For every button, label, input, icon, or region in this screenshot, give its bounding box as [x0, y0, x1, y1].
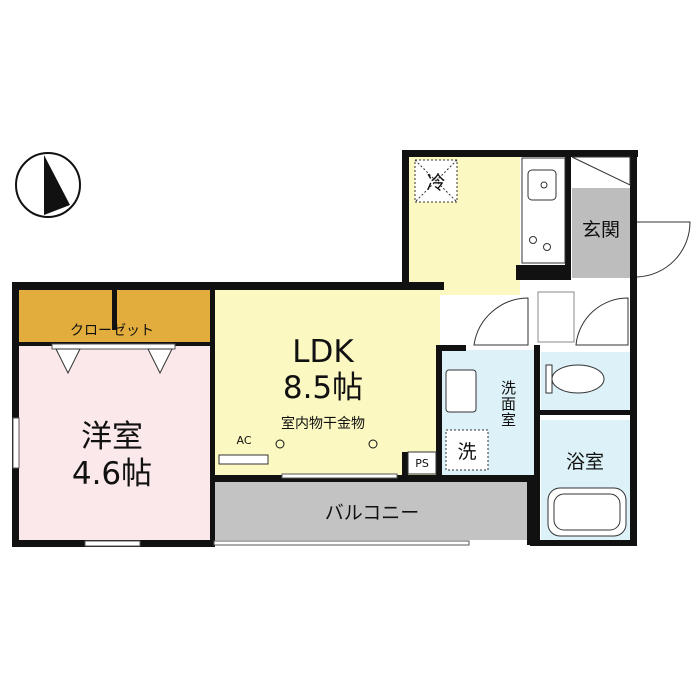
ldk-area — [214, 290, 440, 477]
pipe-space-label: PS — [415, 457, 429, 470]
closet-label: クローゼット — [70, 323, 154, 339]
drying-hook-icon — [368, 439, 378, 449]
pipe-space — [407, 451, 437, 475]
fridge-label: 冷 — [426, 172, 445, 194]
washroom-door-icon[interactable] — [473, 297, 529, 346]
western-room-size: 4.6帖 — [72, 456, 152, 492]
hall-floor — [537, 291, 575, 343]
balcony-window — [281, 473, 398, 479]
closet-door-icon — [55, 348, 81, 375]
indoor-drying-hardware-label: 室内物干金物 — [281, 415, 365, 432]
drying-hook-icon — [275, 439, 285, 449]
washer-space: 洗 — [445, 429, 489, 471]
entrance-step — [571, 156, 631, 186]
balcony-label: バルコニー — [325, 502, 420, 524]
ac-unit-icon — [218, 454, 269, 465]
balcony-area — [214, 482, 530, 540]
bathroom-label: 浴室 — [566, 451, 604, 473]
entrance-label: 玄関 — [582, 219, 620, 241]
ldk-size: 8.5帖 — [283, 370, 363, 406]
bathtub-icon — [547, 487, 627, 537]
closet-door-icon — [147, 348, 173, 375]
ac-label: AC — [236, 434, 251, 447]
entrance-area — [572, 188, 630, 278]
west-window — [12, 417, 20, 469]
western-room-label: 洋室 — [81, 419, 143, 455]
closet-door-track — [51, 343, 176, 350]
vanity-sink-icon — [445, 369, 477, 413]
entrance-door-icon[interactable] — [636, 221, 691, 278]
toilet-icon — [545, 364, 605, 394]
western-room-area — [18, 345, 210, 540]
toilet-door-icon[interactable] — [575, 297, 629, 346]
north-compass-icon — [15, 152, 81, 218]
washroom-label: 洗面室 — [499, 380, 517, 428]
kitchen-counter — [521, 157, 566, 264]
bathtub-inner — [553, 493, 621, 531]
fridge-space: 冷 — [414, 159, 458, 203]
ldk-label: LDK — [292, 334, 354, 370]
balcony-bottom-window — [213, 540, 470, 546]
sink-icon — [540, 181, 548, 189]
stove-burner-icon — [529, 236, 537, 244]
stove-burner-icon — [543, 243, 551, 251]
washer-label: 洗 — [457, 441, 476, 463]
south-window — [84, 540, 141, 547]
